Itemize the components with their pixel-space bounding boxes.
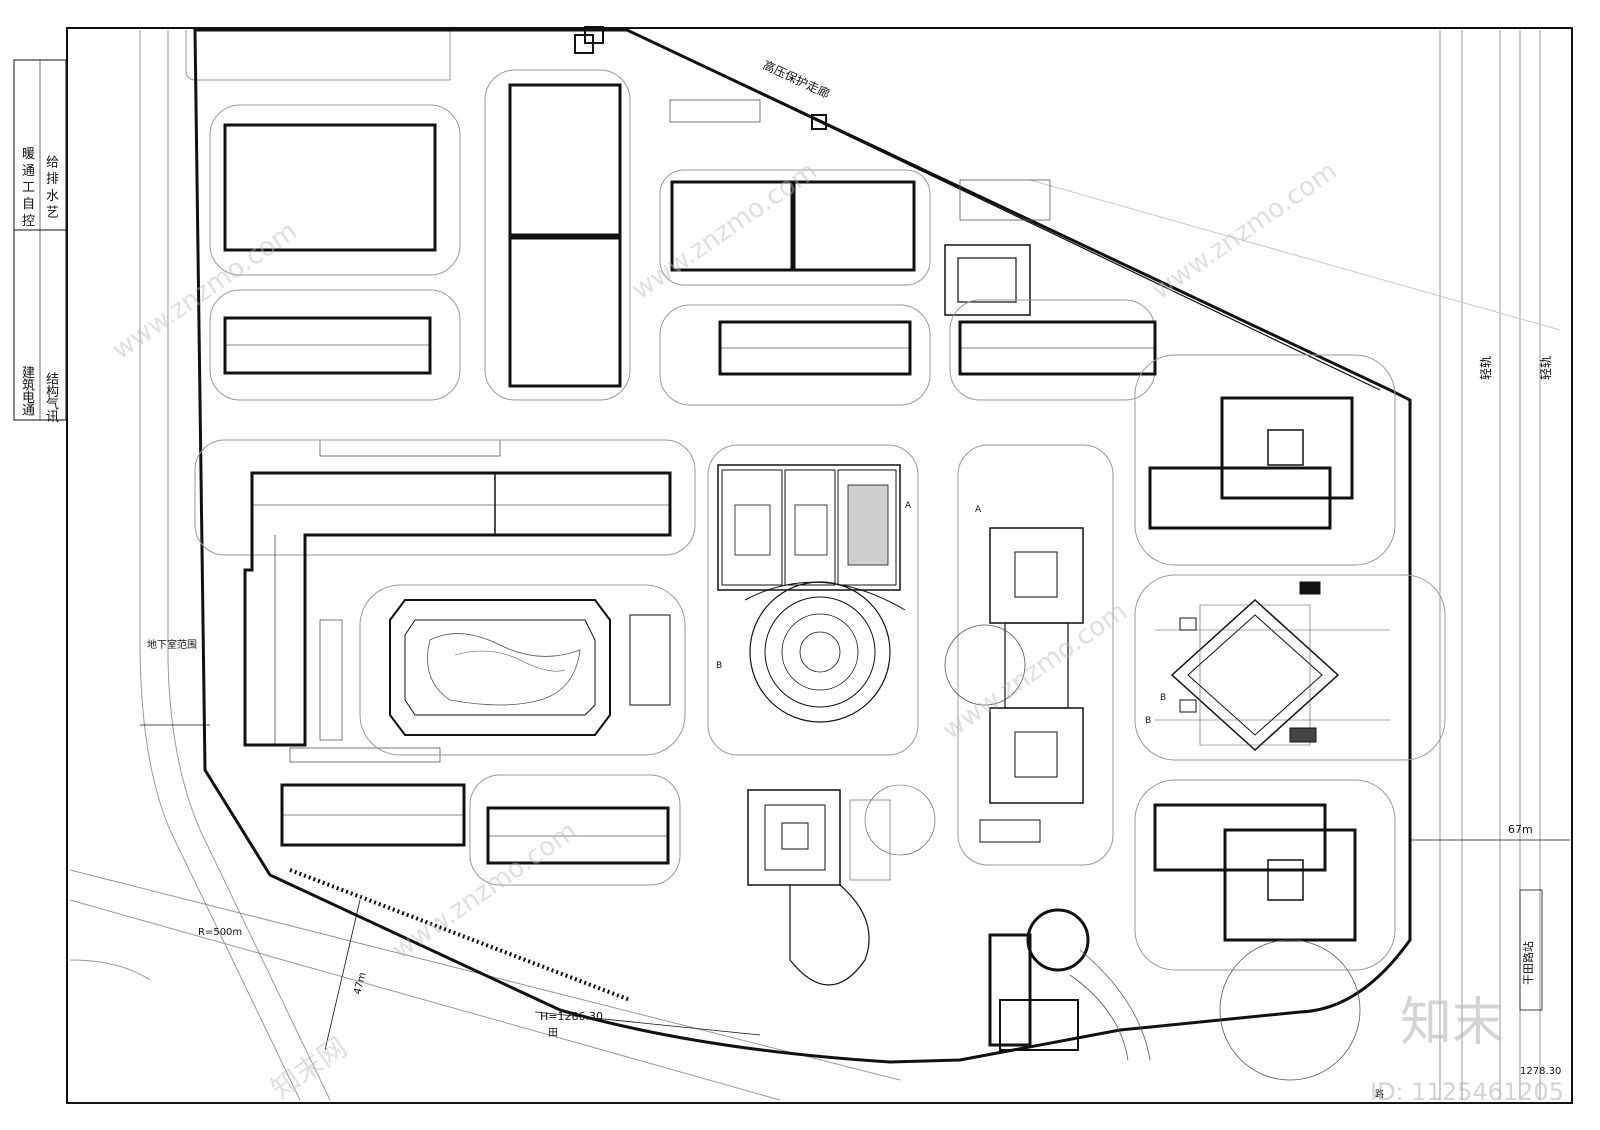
round-building [988,908,1151,1061]
watermark-brand: 知末 [1400,993,1504,1053]
central-plaza [1134,574,1446,761]
rail-label-2: 轻轨 [1539,356,1553,380]
road-label: 路 [1375,1088,1384,1100]
rail-label-1: 轻轨 [1479,356,1493,380]
hatched-edge [289,868,631,1002]
station-label: 干田路站 [1521,941,1535,985]
block-bottom-left [280,774,681,886]
pavilion-block [747,784,936,986]
block-top-middle [484,69,631,401]
title-block-char: 讯 [46,410,59,425]
elevation-2: 1278.30 [1520,1066,1561,1077]
parking-rows [289,99,1051,763]
field-label: 田 [548,1028,558,1039]
corridor-label: 高压保护走廊 [761,57,833,101]
title-block-char: 建 [22,366,35,381]
garden-courtyard [359,584,686,756]
block-top-left [209,104,461,401]
site-boundary [193,28,1412,1064]
title-block: 暖给通排工水自艺控 建结筑构电气通讯 [13,59,67,425]
top-small-boxes [574,26,827,130]
block-l-shaped [194,439,696,747]
watermark-site-cn: 知末网 [265,1031,353,1106]
radius-label: R=500m [198,927,242,938]
sports-and-auditorium [707,444,919,756]
title-block-char: 控 [22,214,35,229]
title-block-char: 排 [46,172,59,187]
section-b-1: B [716,661,722,671]
section-a-1: A [905,501,912,511]
block-top-right [944,244,1157,401]
watermark-id: ID: 1125461205 [1370,1078,1564,1106]
watermark-site-4: www.znzmo.com [387,816,583,966]
watermarks: www.znzmo.com www.znzmo.com www.znzmo.co… [107,156,1564,1106]
watermark-site-1: www.znzmo.com [107,216,303,366]
block-right-lower [1134,779,1396,1081]
watermark-site-5: www.znzmo.com [937,596,1133,746]
block-right-upper [1134,354,1396,566]
section-a-2: A [975,505,982,515]
title-block-char: 艺 [46,206,59,221]
drawing-frame [66,27,1573,1104]
title-block-char: 通 [22,164,35,179]
title-block-char: 气 [46,396,59,412]
title-block-char: 筑 [22,378,35,394]
title-block-char: 构 [46,385,59,400]
block-top-center [659,169,931,406]
title-block-char: 自 [22,197,35,212]
elevation-1: H=1286.30 [540,1010,603,1023]
section-b-2: B [1160,693,1166,703]
basement-label: 地下室范围 [147,638,197,651]
title-block-char: 通 [22,404,35,419]
distance-67: 67m [1508,823,1533,836]
title-block-char: 给 [46,156,59,171]
twin-towers-block [944,444,1114,866]
section-b-3: B [1145,716,1151,726]
dimension-lines [140,724,1570,1051]
watermark-site-3: www.znzmo.com [1147,156,1343,306]
corridor-line [626,29,1381,391]
title-block-char: 暖 [22,147,35,162]
title-block-char: 工 [22,181,35,196]
title-block-char: 电 [22,391,35,406]
title-block-char: 水 [46,189,59,204]
title-block-char: 结 [46,372,59,387]
